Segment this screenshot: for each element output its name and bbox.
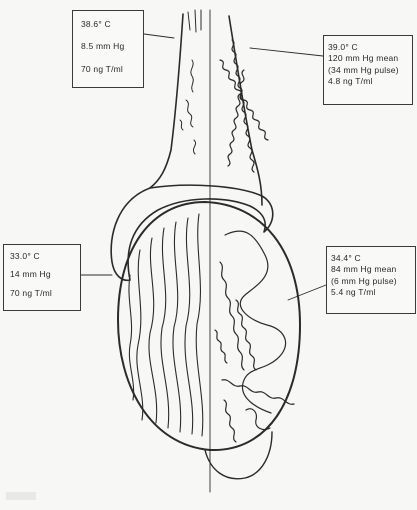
- right-vascular-pattern: [215, 40, 294, 442]
- annotation-line: 38.6° C: [81, 19, 143, 30]
- annotation-line: 4.8 ng T/ml: [328, 76, 412, 87]
- leader-middle-right: [288, 285, 326, 300]
- epididymis-tail: [205, 432, 272, 479]
- annotation-line: 8.5 mm Hg: [81, 41, 143, 52]
- testis-outline: [118, 202, 300, 450]
- annotation-line: 5.4 ng T/ml: [331, 287, 415, 298]
- left-vascular-pattern: [129, 214, 203, 436]
- leader-top-left: [144, 34, 174, 38]
- annotation-line: 70 ng T/ml: [10, 288, 80, 299]
- annotation-line: (34 mm Hg pulse): [328, 65, 412, 76]
- epididymis-head: [111, 185, 273, 280]
- leader-top-right: [250, 48, 323, 56]
- annotation-line: 14 mm Hg: [10, 269, 80, 280]
- annotation-middle-left: 33.0° C 14 mm Hg 70 ng T/ml: [3, 244, 81, 311]
- spermatic-cord-outline: [150, 14, 183, 188]
- annotation-line: 120 mm Hg mean: [328, 53, 412, 64]
- annotation-line: 34.4° C: [331, 253, 415, 264]
- annotation-line: 70 ng T/ml: [81, 64, 143, 75]
- annotation-middle-right: 34.4° C 84 mm Hg mean (6 mm Hg pulse) 5.…: [326, 246, 416, 314]
- annotation-top-right: 39.0° C 120 mm Hg mean (34 mm Hg pulse) …: [323, 35, 413, 105]
- scan-smudge: [6, 492, 36, 500]
- annotation-line: 84 mm Hg mean: [331, 264, 415, 275]
- annotation-line: 33.0° C: [10, 251, 80, 262]
- annotation-line: 39.0° C: [328, 42, 412, 53]
- annotation-line: (6 mm Hg pulse): [331, 276, 415, 287]
- annotation-top-left: 38.6° C 8.5 mm Hg 70 ng T/ml: [72, 10, 144, 88]
- pampiniform-plexus: [180, 60, 196, 154]
